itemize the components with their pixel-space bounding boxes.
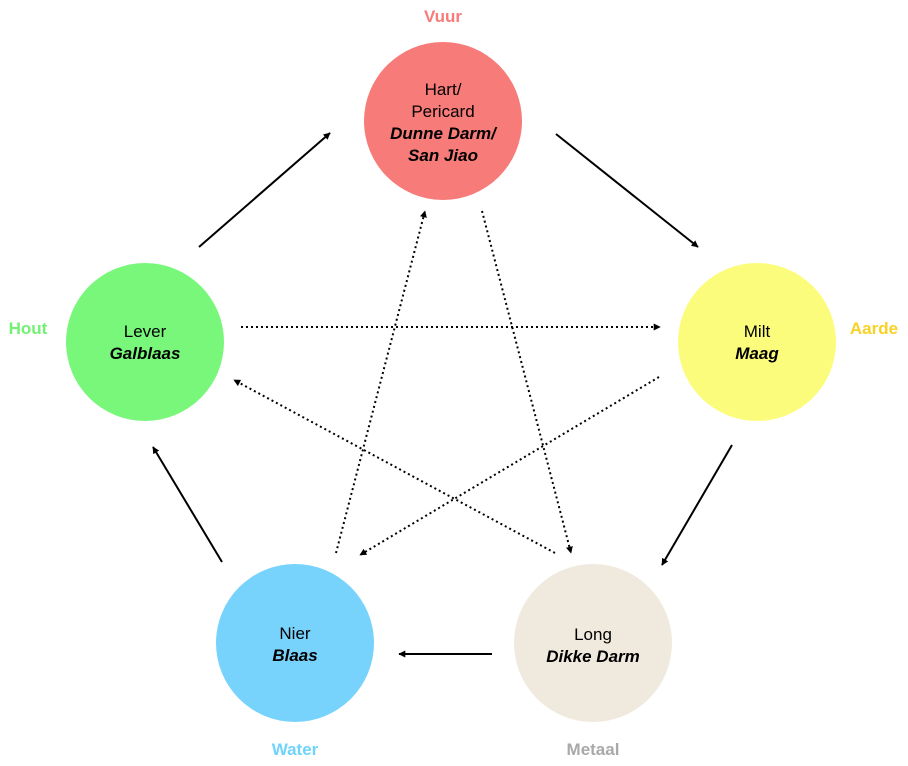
fire-paired-line-1: Dunne Darm/ xyxy=(390,124,498,143)
fire-paired-line-2: San Jiao xyxy=(408,146,478,165)
element-earth: Aarde Milt Maag xyxy=(678,263,898,421)
fire-organ-line-1: Hart/ xyxy=(425,80,462,99)
fire-label: Vuur xyxy=(424,7,462,26)
arrow-metal-to-wood xyxy=(233,379,556,554)
generating-cycle-arrows xyxy=(152,132,733,658)
wood-circle xyxy=(66,263,224,421)
element-metal: Metaal Long Dikke Darm xyxy=(514,564,672,759)
element-water: Water Nier Blaas xyxy=(216,564,374,759)
arrow-fire-to-metal xyxy=(481,210,573,554)
earth-organ-line-1: Milt xyxy=(744,322,771,341)
water-label: Water xyxy=(272,740,319,759)
metal-organ-line-1: Long xyxy=(574,625,612,644)
arrow-earth-to-metal xyxy=(661,444,733,566)
earth-label: Aarde xyxy=(850,319,898,338)
earth-paired-line-1: Maag xyxy=(735,344,779,363)
metal-paired-line-1: Dikke Darm xyxy=(546,647,640,666)
metal-label: Metaal xyxy=(567,740,620,759)
fire-organ-line-2: Pericard xyxy=(411,102,474,121)
arrow-water-to-fire xyxy=(335,210,427,554)
wood-label: Hout xyxy=(9,319,48,338)
controlling-cycle-arrows xyxy=(233,210,661,556)
wood-organ-line-1: Lever xyxy=(124,322,167,341)
water-circle xyxy=(216,564,374,722)
metal-circle xyxy=(514,564,672,722)
element-wood: Hout Lever Galblaas xyxy=(9,263,224,421)
arrow-wood-to-fire xyxy=(198,132,331,248)
arrow-water-to-wood xyxy=(152,446,223,563)
element-fire: Vuur Hart/ Pericard Dunne Darm/ San Jiao xyxy=(364,7,522,200)
water-paired-line-1: Blaas xyxy=(272,646,317,665)
earth-circle xyxy=(678,263,836,421)
water-organ-line-1: Nier xyxy=(279,624,311,643)
wood-paired-line-1: Galblaas xyxy=(110,344,181,363)
arrow-fire-to-earth xyxy=(555,133,699,248)
fire-circle xyxy=(364,42,522,200)
